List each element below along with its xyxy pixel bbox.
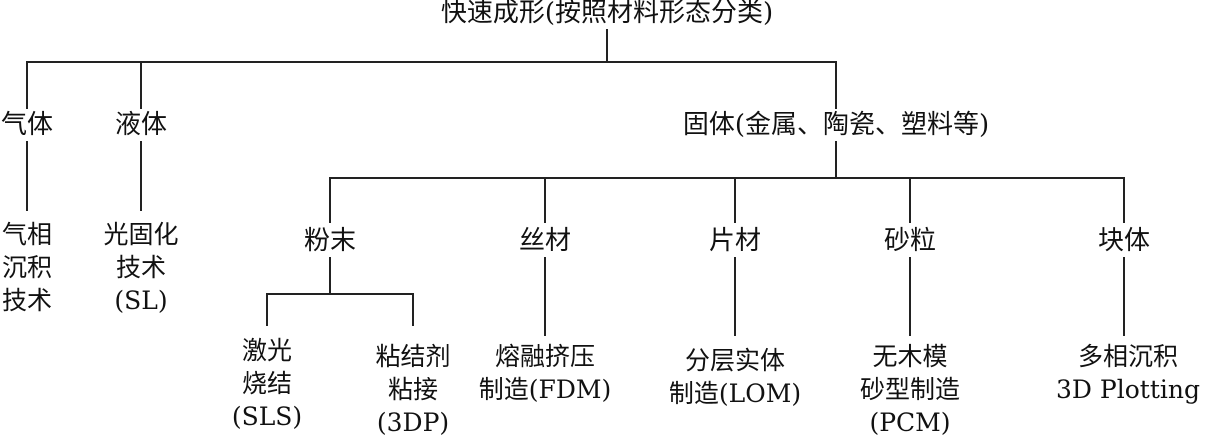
node-lom: 分层实体 制造(LOM) — [665, 344, 805, 410]
node-line: 光固化 — [103, 220, 179, 249]
node-block: 块体 — [1084, 224, 1164, 258]
node-line: 沉积 — [1, 253, 52, 282]
node-line: 制造(LOM) — [668, 379, 802, 408]
node-fdm: 熔融挤压 制造(FDM) — [475, 340, 615, 406]
node-3dp: 粘结剂 粘接 (3DP) — [353, 340, 473, 439]
node-line: 粘结剂 — [375, 342, 451, 371]
node-line: 砂型制造 — [859, 375, 960, 404]
node-filament: 丝材 — [505, 224, 585, 258]
node-liquid-method: 光固化 技术 (SL) — [96, 218, 186, 317]
node-sand: 砂粒 — [870, 224, 950, 258]
node-plotting: 多相沉积 3D Plotting — [1053, 340, 1203, 406]
node-line: (SLS) — [231, 402, 303, 431]
node-label: 片材 — [708, 226, 761, 256]
node-line: 技术 — [115, 253, 166, 282]
node-line: 分层实体 — [684, 346, 785, 375]
node-line: 熔融挤压 — [494, 342, 595, 371]
node-liquid: 液体 — [111, 108, 171, 142]
node-powder: 粉末 — [290, 224, 370, 258]
node-line: (3DP) — [376, 408, 450, 437]
node-solid: 固体(金属、陶瓷、塑料等) — [656, 108, 1016, 142]
node-line: 激光 — [241, 336, 292, 365]
node-line: 3D Plotting — [1056, 375, 1200, 404]
node-label: 砂粒 — [883, 226, 936, 256]
node-label: 液体 — [114, 110, 167, 140]
node-label: 快速成形(按照材料形态分类) — [440, 0, 774, 28]
node-label: 块体 — [1097, 226, 1150, 256]
node-line: 粘接 — [387, 375, 438, 404]
node-gas-method: 气相 沉积 技术 — [0, 218, 57, 317]
node-label: 气体 — [0, 110, 53, 140]
node-line: 技术 — [1, 286, 52, 315]
node-label: 固体(金属、陶瓷、塑料等) — [682, 110, 990, 140]
node-line: 无木模 — [872, 342, 948, 371]
node-label: 丝材 — [518, 226, 571, 256]
node-line: 制造(FDM) — [478, 375, 612, 404]
node-line: 烧结 — [241, 369, 292, 398]
node-pcm: 无木模 砂型制造 (PCM) — [840, 340, 980, 439]
node-line: 气相 — [1, 220, 52, 249]
node-sheet: 片材 — [695, 224, 775, 258]
node-gas: 气体 — [0, 108, 57, 142]
node-label: 粉末 — [303, 226, 356, 256]
node-line: (SL) — [114, 286, 168, 315]
node-line: 多相沉积 — [1077, 342, 1178, 371]
node-line: (PCM) — [869, 408, 951, 437]
node-root: 快速成形(按照材料形态分类) — [407, 0, 807, 30]
node-sls: 激光 烧结 (SLS) — [217, 334, 317, 433]
